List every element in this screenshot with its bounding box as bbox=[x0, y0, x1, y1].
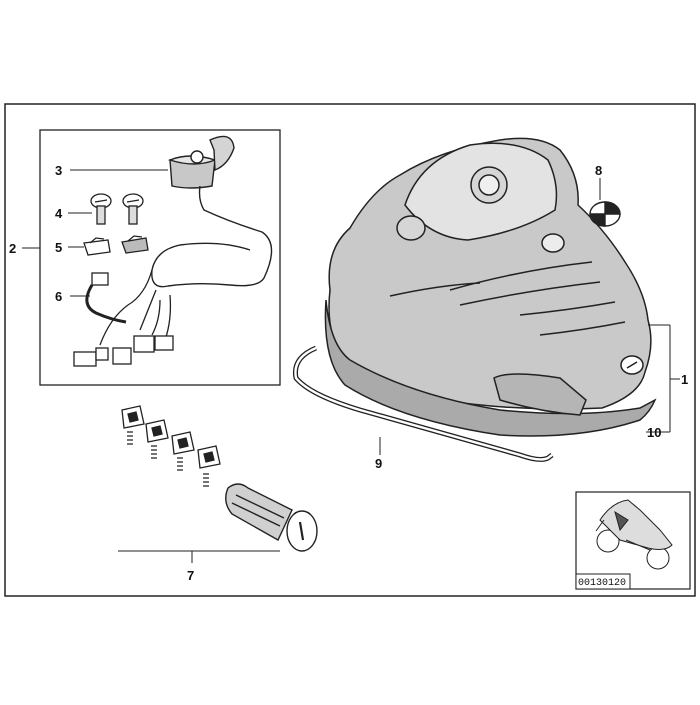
callout-4: 4 bbox=[55, 206, 63, 221]
connectors bbox=[73, 335, 174, 367]
part-7-lock-cylinder bbox=[225, 483, 318, 552]
part-3-switch-housing bbox=[151, 135, 273, 288]
callout-9: 9 bbox=[375, 456, 382, 471]
thumbnail-ref-code: 00130120 bbox=[578, 578, 626, 589]
callout-10: 10 bbox=[647, 425, 661, 440]
part-5-clips bbox=[83, 235, 149, 256]
tank-cover-illustration bbox=[324, 137, 657, 437]
callout-6: 6 bbox=[55, 289, 62, 304]
outer-frame bbox=[4, 103, 696, 597]
callout-lines bbox=[22, 169, 680, 563]
part-4-screws bbox=[90, 193, 144, 225]
kit-box bbox=[39, 129, 281, 386]
part-8-emblem bbox=[589, 201, 621, 227]
callout-2: 2 bbox=[9, 241, 16, 256]
callout-8: 8 bbox=[595, 163, 602, 178]
part-6-cable bbox=[85, 272, 127, 324]
motorcycle-thumbnail-icon bbox=[595, 499, 673, 570]
callout-7: 7 bbox=[187, 568, 194, 583]
callout-5: 5 bbox=[55, 240, 62, 255]
part-9-edge-seal-highlight bbox=[294, 346, 553, 461]
part-7-key-tumblers bbox=[121, 405, 221, 487]
wiring-harness bbox=[99, 269, 172, 346]
callout-3: 3 bbox=[55, 163, 62, 178]
callout-1: 1 bbox=[681, 372, 688, 387]
thumbnail-ref-box bbox=[575, 573, 631, 590]
